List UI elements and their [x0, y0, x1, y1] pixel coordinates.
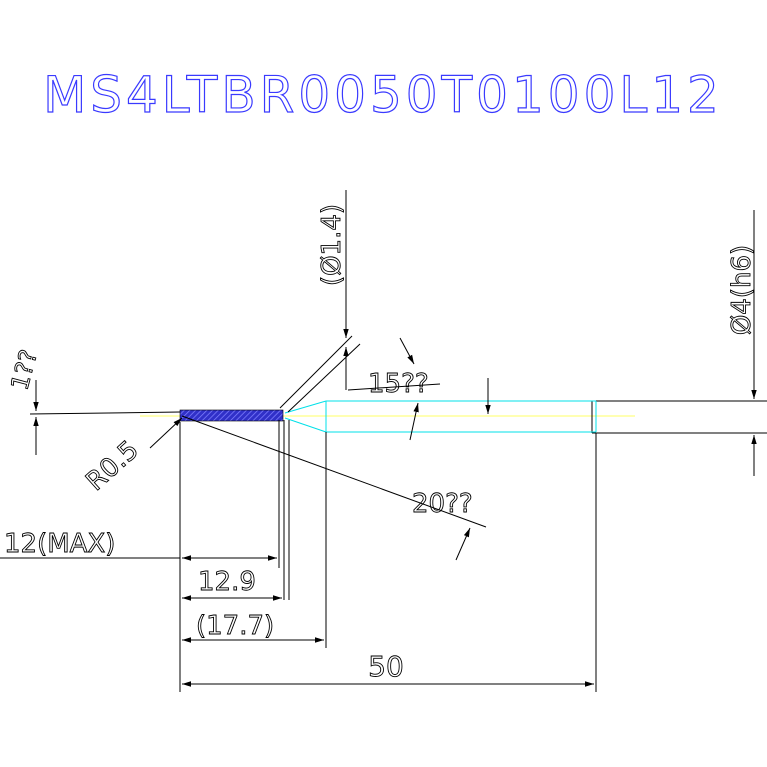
angle-15-label: 15?? [368, 369, 429, 399]
angle-20-dimension [181, 415, 487, 561]
cutting-edge-hatch [179, 409, 284, 422]
radius-leader [149, 417, 183, 449]
shank-diameter-label: Ø4(h6) [727, 245, 757, 335]
effective-length-label: 12(MAX) [4, 529, 115, 559]
angle-15-dimension [347, 337, 491, 441]
overall-length-label: 50 [368, 650, 404, 683]
radius-label: R0.5 [81, 435, 145, 497]
angle-1-label: 1?? [5, 347, 43, 394]
taper-outline [284, 400, 597, 433]
neck-length-label: 12.9 [198, 567, 256, 597]
tool-outline [29, 400, 767, 434]
part-number-title: MS4LTBR0050T0100L12 [43, 66, 723, 124]
neck-diameter-leader [279, 190, 361, 413]
extension-lines [179, 420, 597, 692]
angle-20-label: 20?? [412, 489, 473, 519]
neck-diameter-label: (Ø1.4) [317, 204, 347, 286]
taper-length-label: (17.7) [196, 611, 274, 641]
